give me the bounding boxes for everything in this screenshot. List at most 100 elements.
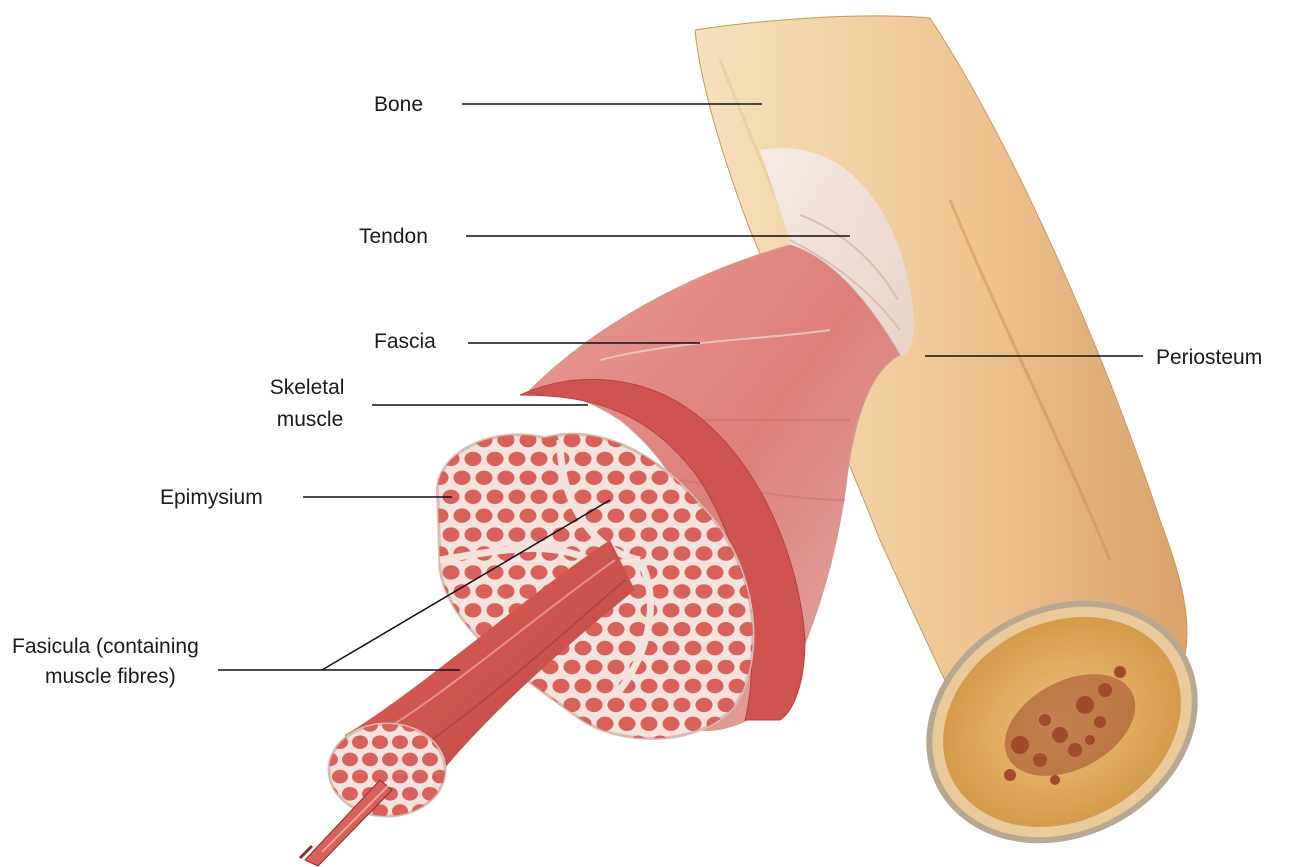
- muscle-fibre-cell: [586, 660, 603, 674]
- muscle-fibre-cell: [619, 641, 636, 655]
- muscle-fibre-cell: [465, 452, 482, 466]
- muscle-fibre-cell: [619, 603, 636, 617]
- muscle-fibre-cell: [509, 717, 526, 731]
- muscle-fibre-cell: [696, 698, 713, 712]
- muscle-fibre-cell: [422, 787, 438, 801]
- muscle-fibre-cell: [740, 736, 757, 750]
- muscle-fibre-cell: [487, 490, 504, 504]
- muscle-fibre-cell: [674, 546, 691, 560]
- muscle-fibre-cell: [652, 660, 669, 674]
- muscle-fibre-cell: [542, 698, 559, 712]
- label-bone: Bone: [374, 93, 423, 116]
- muscle-fibre-cell: [332, 770, 348, 784]
- muscle-fibre-cell: [597, 641, 614, 655]
- muscle-fibre-cell: [718, 660, 735, 674]
- muscle-fibre-cell: [663, 527, 680, 541]
- muscle-fibre-cell: [454, 509, 471, 523]
- muscle-fibre-cell: [575, 452, 592, 466]
- label-epimysium: Epimysium: [160, 486, 263, 509]
- muscle-fibre-cell: [652, 622, 669, 636]
- muscle-fibre-cell: [531, 452, 548, 466]
- muscle-fibre-cell: [685, 717, 702, 731]
- label-fasicula-line1: Fasicula (containing: [12, 635, 199, 658]
- muscle-fibre-cell: [641, 527, 658, 541]
- muscle-fibre-cell: [630, 698, 647, 712]
- muscle-fibre-cell: [465, 603, 482, 617]
- muscle-fibre-cell: [443, 603, 460, 617]
- muscle-fibre-cell: [641, 679, 658, 693]
- muscle-fibre-cell: [553, 717, 570, 731]
- muscle-fibre-cell: [619, 490, 636, 504]
- muscle-fibre-cell: [454, 471, 471, 485]
- muscle-fibre-cell: [575, 679, 592, 693]
- muscle-fibre-cell: [619, 717, 636, 731]
- muscle-fibre-cell: [696, 622, 713, 636]
- muscle-fibre-cell: [322, 718, 338, 732]
- muscle-fibre-cell: [352, 735, 368, 749]
- muscle-fibre-cell: [619, 527, 636, 541]
- muscle-fibre-cell: [696, 546, 713, 560]
- muscle-fibre-cell: [352, 770, 368, 784]
- muscle-fibre-cell: [531, 565, 548, 579]
- muscle-fibre-cell: [382, 753, 398, 767]
- muscle-fibre-cell: [509, 527, 526, 541]
- muscle-fibre-cell: [443, 527, 460, 541]
- muscle-fibre-cell: [608, 622, 625, 636]
- muscle-fibre-cell: [520, 471, 537, 485]
- muscle-fibre-cell: [674, 584, 691, 598]
- muscle-fibre-cell: [597, 679, 614, 693]
- muscle-fibre-cell: [674, 698, 691, 712]
- muscle-fibre-cell: [443, 565, 460, 579]
- muscle-fibre-cell: [372, 735, 388, 749]
- muscle-fibre-cell: [586, 736, 603, 750]
- muscle-fibre-cell: [422, 753, 438, 767]
- muscle-fibre-cell: [608, 660, 625, 674]
- muscle-fibre-cell: [696, 584, 713, 598]
- muscle-fibre-cell: [412, 770, 428, 784]
- muscle-fibre-cell: [432, 509, 449, 523]
- muscle-fibre-cell: [663, 565, 680, 579]
- muscle-fibre-cell: [509, 490, 526, 504]
- muscle-fibre-cell: [663, 717, 680, 731]
- muscle-fibre-cell: [520, 736, 537, 750]
- muscle-fibre-cell: [674, 660, 691, 674]
- muscle-fibre-cell: [362, 753, 378, 767]
- label-skeletal-muscle: Skeletal muscle: [270, 376, 351, 431]
- muscle-fibre-cell: [542, 736, 559, 750]
- muscle-fibre-cell: [575, 717, 592, 731]
- muscle-fibre-cell: [432, 471, 449, 485]
- muscle-fibre-cell: [608, 509, 625, 523]
- muscle-fibre-cell: [630, 471, 647, 485]
- muscle-fibre-cell: [432, 433, 449, 447]
- muscle-fibre-cell: [487, 452, 504, 466]
- muscle-fibre-cell: [454, 622, 471, 636]
- muscle-fibre-cell: [707, 679, 724, 693]
- muscle-fibre-cell: [663, 679, 680, 693]
- muscle-fibre-cell: [402, 787, 418, 801]
- muscle-fibre-cell: [707, 603, 724, 617]
- muscle-fibre-cell: [597, 452, 614, 466]
- muscle-fibre-cell: [619, 452, 636, 466]
- muscle-fibre-cell: [575, 490, 592, 504]
- muscle-fibre-cell: [476, 736, 493, 750]
- label-tendon: Tendon: [359, 225, 428, 248]
- muscle-fibre-cell: [412, 735, 428, 749]
- muscle-fibre-cell: [342, 787, 358, 801]
- muscle-fibre-cell: [498, 471, 515, 485]
- muscle-fibre-cell: [443, 641, 460, 655]
- label-fasicula: Fasicula (containing muscle fibres): [12, 635, 205, 688]
- muscle-fibre-cell: [465, 490, 482, 504]
- muscle-fibre-cell: [332, 804, 348, 818]
- muscle-fibre-cell: [674, 509, 691, 523]
- muscle-fibre-cell: [454, 433, 471, 447]
- muscle-fibre-cell: [729, 641, 746, 655]
- muscle-fibre-cell: [652, 546, 669, 560]
- muscle-fibre-cell: [586, 471, 603, 485]
- muscle-fibre-cell: [718, 736, 735, 750]
- muscle-fibre-cell: [498, 736, 515, 750]
- muscle-fibre-cell: [531, 527, 548, 541]
- muscle-fibre-cell: [392, 735, 408, 749]
- muscle-fibre-cell: [586, 698, 603, 712]
- muscle-fibre-cell: [542, 509, 559, 523]
